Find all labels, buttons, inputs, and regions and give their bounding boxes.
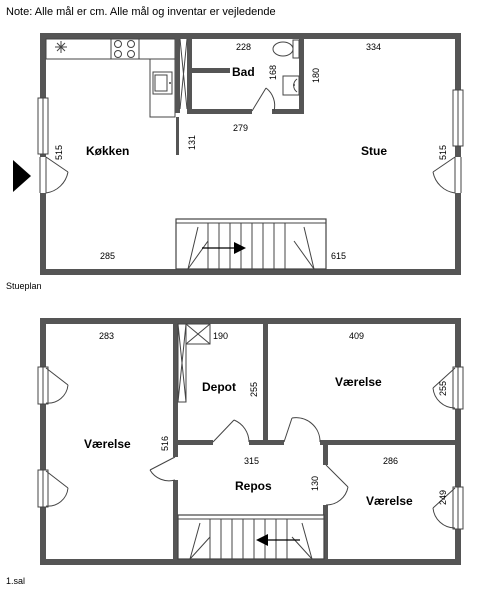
dimension-label: 131 [187,135,197,150]
door-leaf [325,464,349,488]
staircase [177,514,325,560]
note-text: Note: Alle mål er cm. Alle mål og invent… [6,6,276,18]
outer-wall [455,33,461,275]
dimension-label: 334 [366,42,381,52]
ground-floor-plan: Køkken Stue Bad 228 334 279 285 615 168 … [6,33,464,291]
dimension-label: 168 [268,65,278,80]
room-label-storage: Depot [202,380,236,394]
room-label-bedroom: Værelse [366,494,413,508]
dimension-label: 228 [236,42,251,52]
dimension-label: 180 [311,68,321,83]
door-leaf [283,417,293,443]
stair-winder [187,226,199,270]
dimension-label: 615 [331,251,346,261]
dimension-label: 516 [160,436,170,451]
kitchen-sink-icon [152,71,173,95]
interior-wall [249,440,284,445]
hob-icon [110,38,140,60]
door-leaf [45,156,69,173]
outer-wall [40,559,461,565]
staircase [175,218,327,270]
interior-wall [187,33,192,113]
interior-wall [176,117,179,155]
outer-wall [40,318,461,324]
interior-wall [192,68,230,73]
interior-wall [173,480,178,565]
interior-wall [178,440,213,445]
room-label-bath: Bad [232,65,255,79]
interior-wall [272,109,303,114]
interior-wall [263,318,268,443]
stair-winder [303,226,315,270]
stair-winder [189,536,211,560]
interior-wall [173,318,178,457]
room-label-kitchen: Køkken [86,144,129,158]
toilet-icon [272,39,300,59]
stair-arrow-icon [234,242,246,254]
stair-winder [189,522,201,560]
dimension-label: 130 [310,476,320,491]
outer-wall [40,33,461,39]
dimension-label: 285 [100,251,115,261]
stair-winder [293,240,315,270]
dimension-label: 409 [349,331,364,341]
dimension-label: 255 [438,381,448,396]
door-leaf [212,419,235,443]
dimension-label: 315 [244,456,259,466]
floor-caption-ground: Stueplan [6,281,42,291]
stair-winder [291,536,313,560]
interior-wall [175,33,180,113]
dimension-label: 249 [438,490,448,505]
dimension-label: 515 [54,145,64,160]
outer-wall [40,269,461,275]
bath-sink-icon [282,75,300,96]
interior-wall [323,505,328,565]
dimension-label: 190 [213,331,228,341]
floor-caption-first: 1.sal [6,576,25,586]
stair-winder [301,522,313,560]
dimension-label: 255 [249,382,259,397]
first-floor-plan: Værelse Depot Værelse Repos Værelse 283 … [6,318,464,586]
entrance-arrow-icon [13,160,31,192]
extractor-fan-icon [55,41,67,53]
dimension-label: 515 [438,145,448,160]
dimension-label: 286 [383,456,398,466]
interior-wall [320,440,461,445]
outer-wall [40,318,46,565]
room-label-landing: Repos [235,479,272,493]
dimension-label: 283 [99,331,114,341]
room-label-bedroom: Værelse [335,375,382,389]
room-label-bedroom: Værelse [84,437,131,451]
interior-wall [323,445,328,465]
door-leaf [251,87,267,112]
interior-wall [187,109,252,114]
stair-winder [187,240,209,270]
dimension-label: 279 [233,123,248,133]
interior-wall [299,33,304,114]
door-leaf [149,456,176,471]
room-label-living: Stue [361,144,387,158]
stair-arrow-icon [256,534,268,546]
